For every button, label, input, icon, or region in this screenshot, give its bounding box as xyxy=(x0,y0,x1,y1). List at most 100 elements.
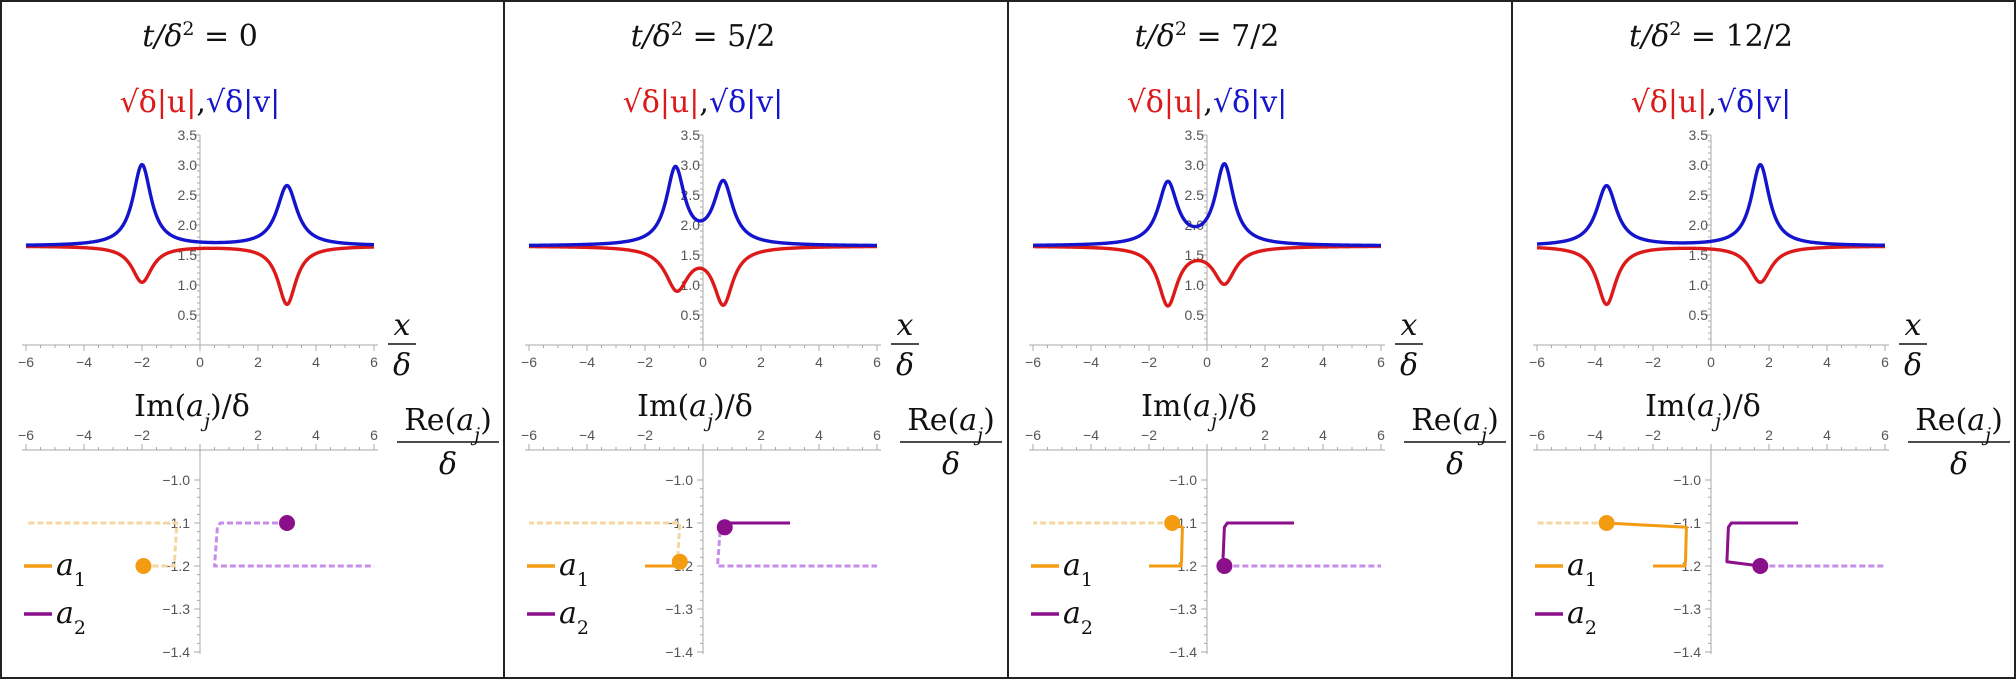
re-rhs: ) xyxy=(1487,403,1499,438)
re-rhs: ) xyxy=(983,403,995,438)
panel-title: t/δ2 = 5/2 xyxy=(631,18,776,54)
panel-title: t/δ2 = 12/2 xyxy=(1629,18,1793,54)
top-x-tick-label: 0 xyxy=(1707,354,1715,370)
bottom-x-tick-label: 2 xyxy=(1765,427,1773,443)
panel-title: t/δ2 = 7/2 xyxy=(1135,18,1280,54)
legend-sub: 2 xyxy=(74,617,86,639)
title-sup: 2 xyxy=(182,18,194,40)
bottom-x-tick-label: 6 xyxy=(1881,427,1889,443)
top-x-tick-label: 2 xyxy=(1261,354,1269,370)
re-a: a xyxy=(1967,403,1985,438)
bottom-y-tick-label: −1.0 xyxy=(162,472,190,488)
legend-a: a xyxy=(559,596,577,631)
re-a: a xyxy=(959,403,977,438)
v-curve xyxy=(25,162,375,247)
top-y-tick-label: 2.0 xyxy=(1689,217,1709,233)
top-xlabel-den: δ xyxy=(393,348,411,383)
top-x-tick-label: 0 xyxy=(1203,354,1211,370)
top-x-tick-label: 4 xyxy=(1823,354,1831,370)
re-rhs: ) xyxy=(480,403,492,438)
top-y-tick-label: 3.0 xyxy=(178,157,198,173)
ylabel-v: √δ|v| xyxy=(1213,85,1287,120)
a2-marker xyxy=(716,519,733,536)
legend-a: a xyxy=(56,548,74,583)
u-curve xyxy=(528,244,878,307)
title-rhs: = 5/2 xyxy=(683,19,776,54)
top-x-tick-label: −6 xyxy=(521,354,537,370)
top-y-tick-label: 1.5 xyxy=(1689,247,1709,263)
bottom-x-tick-label: −2 xyxy=(134,427,150,443)
top-y-tick-label: 0.5 xyxy=(681,307,701,323)
legend-label-a1: a1 xyxy=(1063,548,1093,591)
a2-future-path xyxy=(213,521,374,568)
top-y-tick-label: 3.0 xyxy=(681,157,701,173)
top-y-tick-label: 3.5 xyxy=(1689,127,1709,143)
legend-label-a2: a2 xyxy=(1063,596,1093,639)
title-sup: 2 xyxy=(671,18,683,40)
bottom-x-tick-label: −4 xyxy=(1587,427,1603,443)
bottom-xlabel-num: Re(aj) xyxy=(404,403,492,446)
re-rhs: ) xyxy=(1991,403,2003,438)
legend-sub: 2 xyxy=(577,617,589,639)
top-y-tick-label: 3.5 xyxy=(178,127,198,143)
panel-title: t/δ2 = 0 xyxy=(142,18,258,54)
bottom-x-tick-label: −4 xyxy=(1083,427,1099,443)
bottom-y-tick-label: −1.2 xyxy=(1169,558,1197,574)
legend-label-a2: a2 xyxy=(559,596,589,639)
im-rhs: )/δ xyxy=(1721,389,1761,424)
top-x-tick-label: −6 xyxy=(1529,354,1545,370)
bottom-ylabel: Im(aj)/δ xyxy=(134,389,250,432)
legend-a: a xyxy=(1063,548,1081,583)
a1-marker xyxy=(1598,515,1615,531)
bottom-x-tick-label: 4 xyxy=(1823,427,1831,443)
top-y-tick-label: 2.5 xyxy=(178,187,198,203)
ylabel-u: √δ|u| xyxy=(1127,85,1204,120)
top-y-tick-label: 1.0 xyxy=(1689,277,1709,293)
a1-future-path xyxy=(26,521,179,568)
a1-past-path xyxy=(1606,521,1688,568)
top-xlabel-num: x xyxy=(897,308,914,343)
legend-sub: 2 xyxy=(1081,617,1093,639)
bottom-y-tick-label: −1.2 xyxy=(1673,558,1701,574)
a1-marker xyxy=(1164,515,1181,531)
bottom-y-tick-label: −1.4 xyxy=(162,644,190,660)
top-ylabel: √δ|u|,√δ|v| xyxy=(120,85,281,120)
top-y-tick-label: 1.5 xyxy=(681,247,701,263)
bottom-x-tick-label: 4 xyxy=(1319,427,1327,443)
bottom-y-tick-label: −1.3 xyxy=(162,601,190,617)
top-x-tick-label: 2 xyxy=(1765,354,1773,370)
top-y-tick-label: 1.0 xyxy=(1185,277,1205,293)
legend-label-a2: a2 xyxy=(1567,596,1597,639)
top-y-tick-label: 3.0 xyxy=(1689,157,1709,173)
im-a: a xyxy=(689,389,707,424)
top-x-tick-label: −2 xyxy=(637,354,653,370)
bottom-y-tick-label: −1.4 xyxy=(1169,644,1197,660)
im-rhs: )/δ xyxy=(713,389,753,424)
bottom-ylabel: Im(aj)/δ xyxy=(637,389,753,432)
top-y-tick-label: 0.5 xyxy=(1185,307,1205,323)
bottom-x-tick-label: −2 xyxy=(637,427,653,443)
bottom-xlabel-den: δ xyxy=(942,447,960,482)
bottom-y-tick-label: −1.2 xyxy=(162,558,190,574)
bottom-x-tick-label: 6 xyxy=(370,427,378,443)
title-rhs: = 12/2 xyxy=(1681,19,1793,54)
bottom-x-tick-label: 2 xyxy=(757,427,765,443)
im-sub: j xyxy=(1207,410,1217,432)
top-x-tick-label: 2 xyxy=(757,354,765,370)
ylabel-u: √δ|u| xyxy=(623,85,700,120)
top-x-tick-label: 4 xyxy=(1319,354,1327,370)
legend-label-a1: a1 xyxy=(559,548,589,591)
legend-label-a1: a1 xyxy=(1567,548,1597,591)
title-rhs: = 0 xyxy=(195,19,258,54)
im-sub: j xyxy=(1711,410,1721,432)
re-sub: j xyxy=(470,424,480,446)
legend-a: a xyxy=(1063,596,1081,631)
im-lhs: Im( xyxy=(1645,389,1697,424)
ylabel-u: √δ|u| xyxy=(1631,85,1708,120)
bottom-x-tick-label: 4 xyxy=(312,427,320,443)
legend-sub: 1 xyxy=(1585,569,1597,591)
